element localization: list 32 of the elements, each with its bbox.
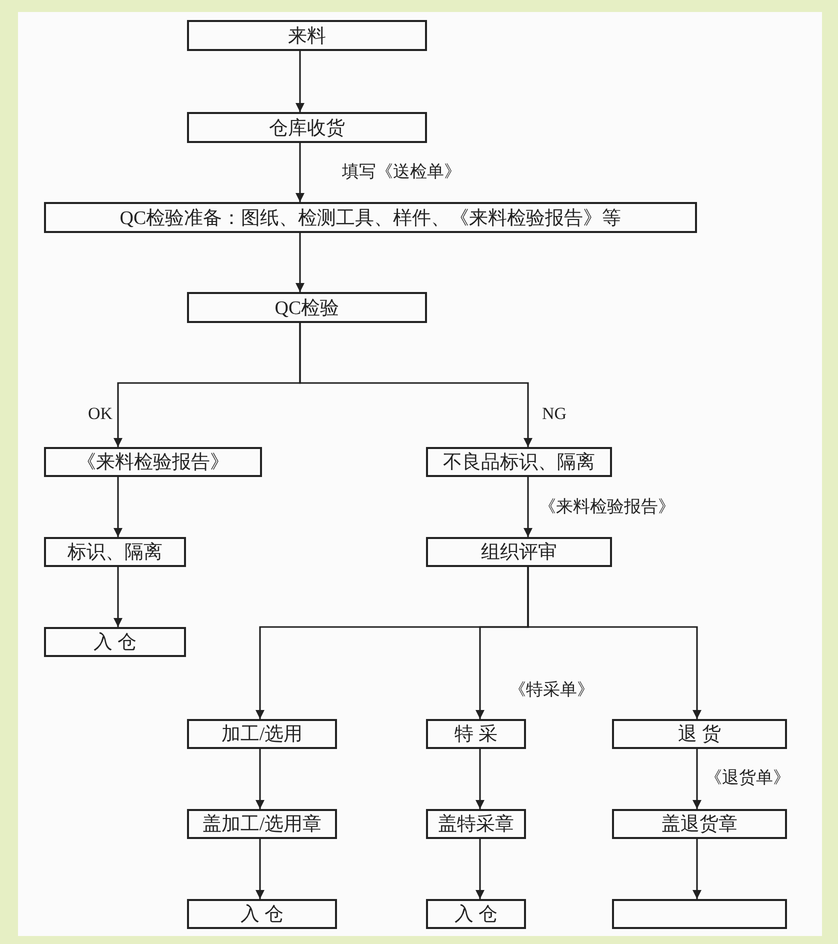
process-box: 《来料检验报告》 <box>44 447 262 477</box>
process-box: 特 采 <box>426 719 526 749</box>
process-box: 盖特采章 <box>426 809 526 839</box>
process-box: 标识、隔离 <box>44 537 186 567</box>
arrow <box>299 323 532 447</box>
process-box: 入 仓 <box>426 899 526 929</box>
process-box: 盖加工/选用章 <box>187 809 337 839</box>
process-box: 入 仓 <box>44 627 186 657</box>
arrow <box>527 567 702 719</box>
arrow <box>296 51 304 112</box>
arrow <box>692 839 702 899</box>
process-box: 仓库收货 <box>187 112 427 143</box>
process-box: 不良品标识、隔离 <box>426 447 612 477</box>
process-box: 盖退货章 <box>612 809 787 839</box>
process-box: 来料 <box>187 20 427 51</box>
arrow <box>692 749 702 809</box>
arrow <box>476 749 484 809</box>
arrow <box>524 477 532 537</box>
arrow <box>256 839 264 899</box>
arrow <box>296 233 304 292</box>
process-box: QC检验 <box>187 292 427 323</box>
process-box: 组织评审 <box>426 537 612 567</box>
arrow <box>256 749 264 809</box>
process-box: QC检验准备：图纸、检测工具、样件、《来料检验报告》等 <box>44 202 697 233</box>
process-box: 加工/选用 <box>187 719 337 749</box>
process-box: 入 仓 <box>187 899 337 929</box>
process-box <box>612 899 787 929</box>
arrow <box>296 143 304 202</box>
arrow <box>114 477 122 537</box>
arrow <box>114 567 122 627</box>
arrow <box>476 839 484 899</box>
process-box: 退 货 <box>612 719 787 749</box>
